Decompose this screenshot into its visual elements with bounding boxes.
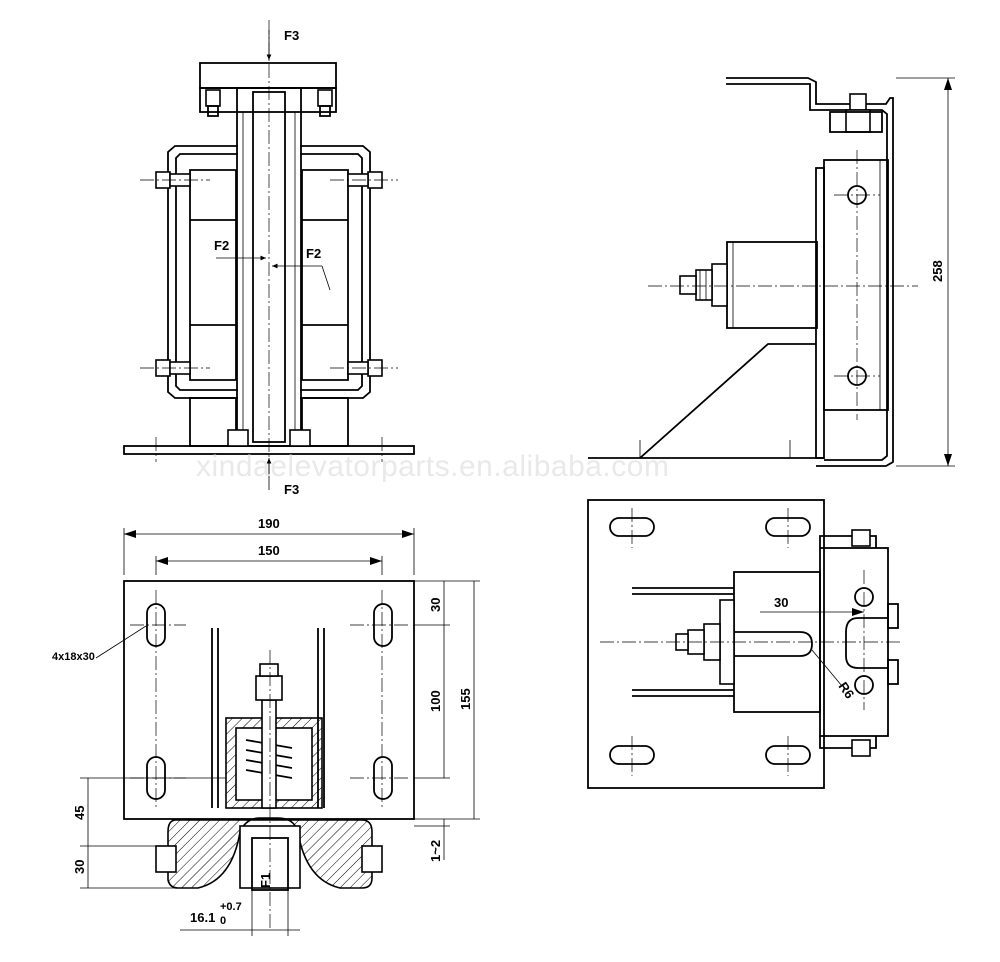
- dim-tol-lower: 0: [220, 915, 226, 927]
- dim-height-258: 258: [930, 260, 945, 282]
- dim-top-offset-30: 30: [428, 598, 443, 612]
- force-label-f2-left: F2: [214, 238, 229, 253]
- dim-hole-vertical-100: 100: [428, 690, 443, 712]
- dim-total-height-155: 155: [458, 688, 473, 710]
- dim-hole-spacing-150: 150: [258, 543, 280, 558]
- force-label-f1: F1: [258, 873, 273, 888]
- dim-gap: 1~2: [428, 840, 443, 862]
- dim-offset-30: 30: [774, 595, 788, 610]
- dim-slot-width: 16.1: [190, 910, 215, 925]
- watermark: xindaelevatorparts.en.alibaba.com: [196, 450, 669, 483]
- dim-tol-upper: +0.7: [220, 901, 242, 913]
- side-view: 258: [588, 77, 955, 467]
- plan-view: 190 150 4x18x30 30 100 155 1~2 45 30 16: [52, 516, 480, 936]
- force-label-f3-bottom: F3: [284, 482, 299, 497]
- front-view: F3 F3 F2 F2: [123, 20, 415, 497]
- force-label-f3-top: F3: [284, 28, 299, 43]
- slot-callout: 4x18x30: [52, 651, 95, 663]
- dim-shoe-height-45: 45: [72, 806, 87, 820]
- dim-base-height-30: 30: [72, 860, 87, 874]
- dim-width-190: 190: [258, 516, 280, 531]
- force-label-f2-right: F2: [306, 246, 321, 261]
- top-view: 30 R6: [587, 499, 900, 789]
